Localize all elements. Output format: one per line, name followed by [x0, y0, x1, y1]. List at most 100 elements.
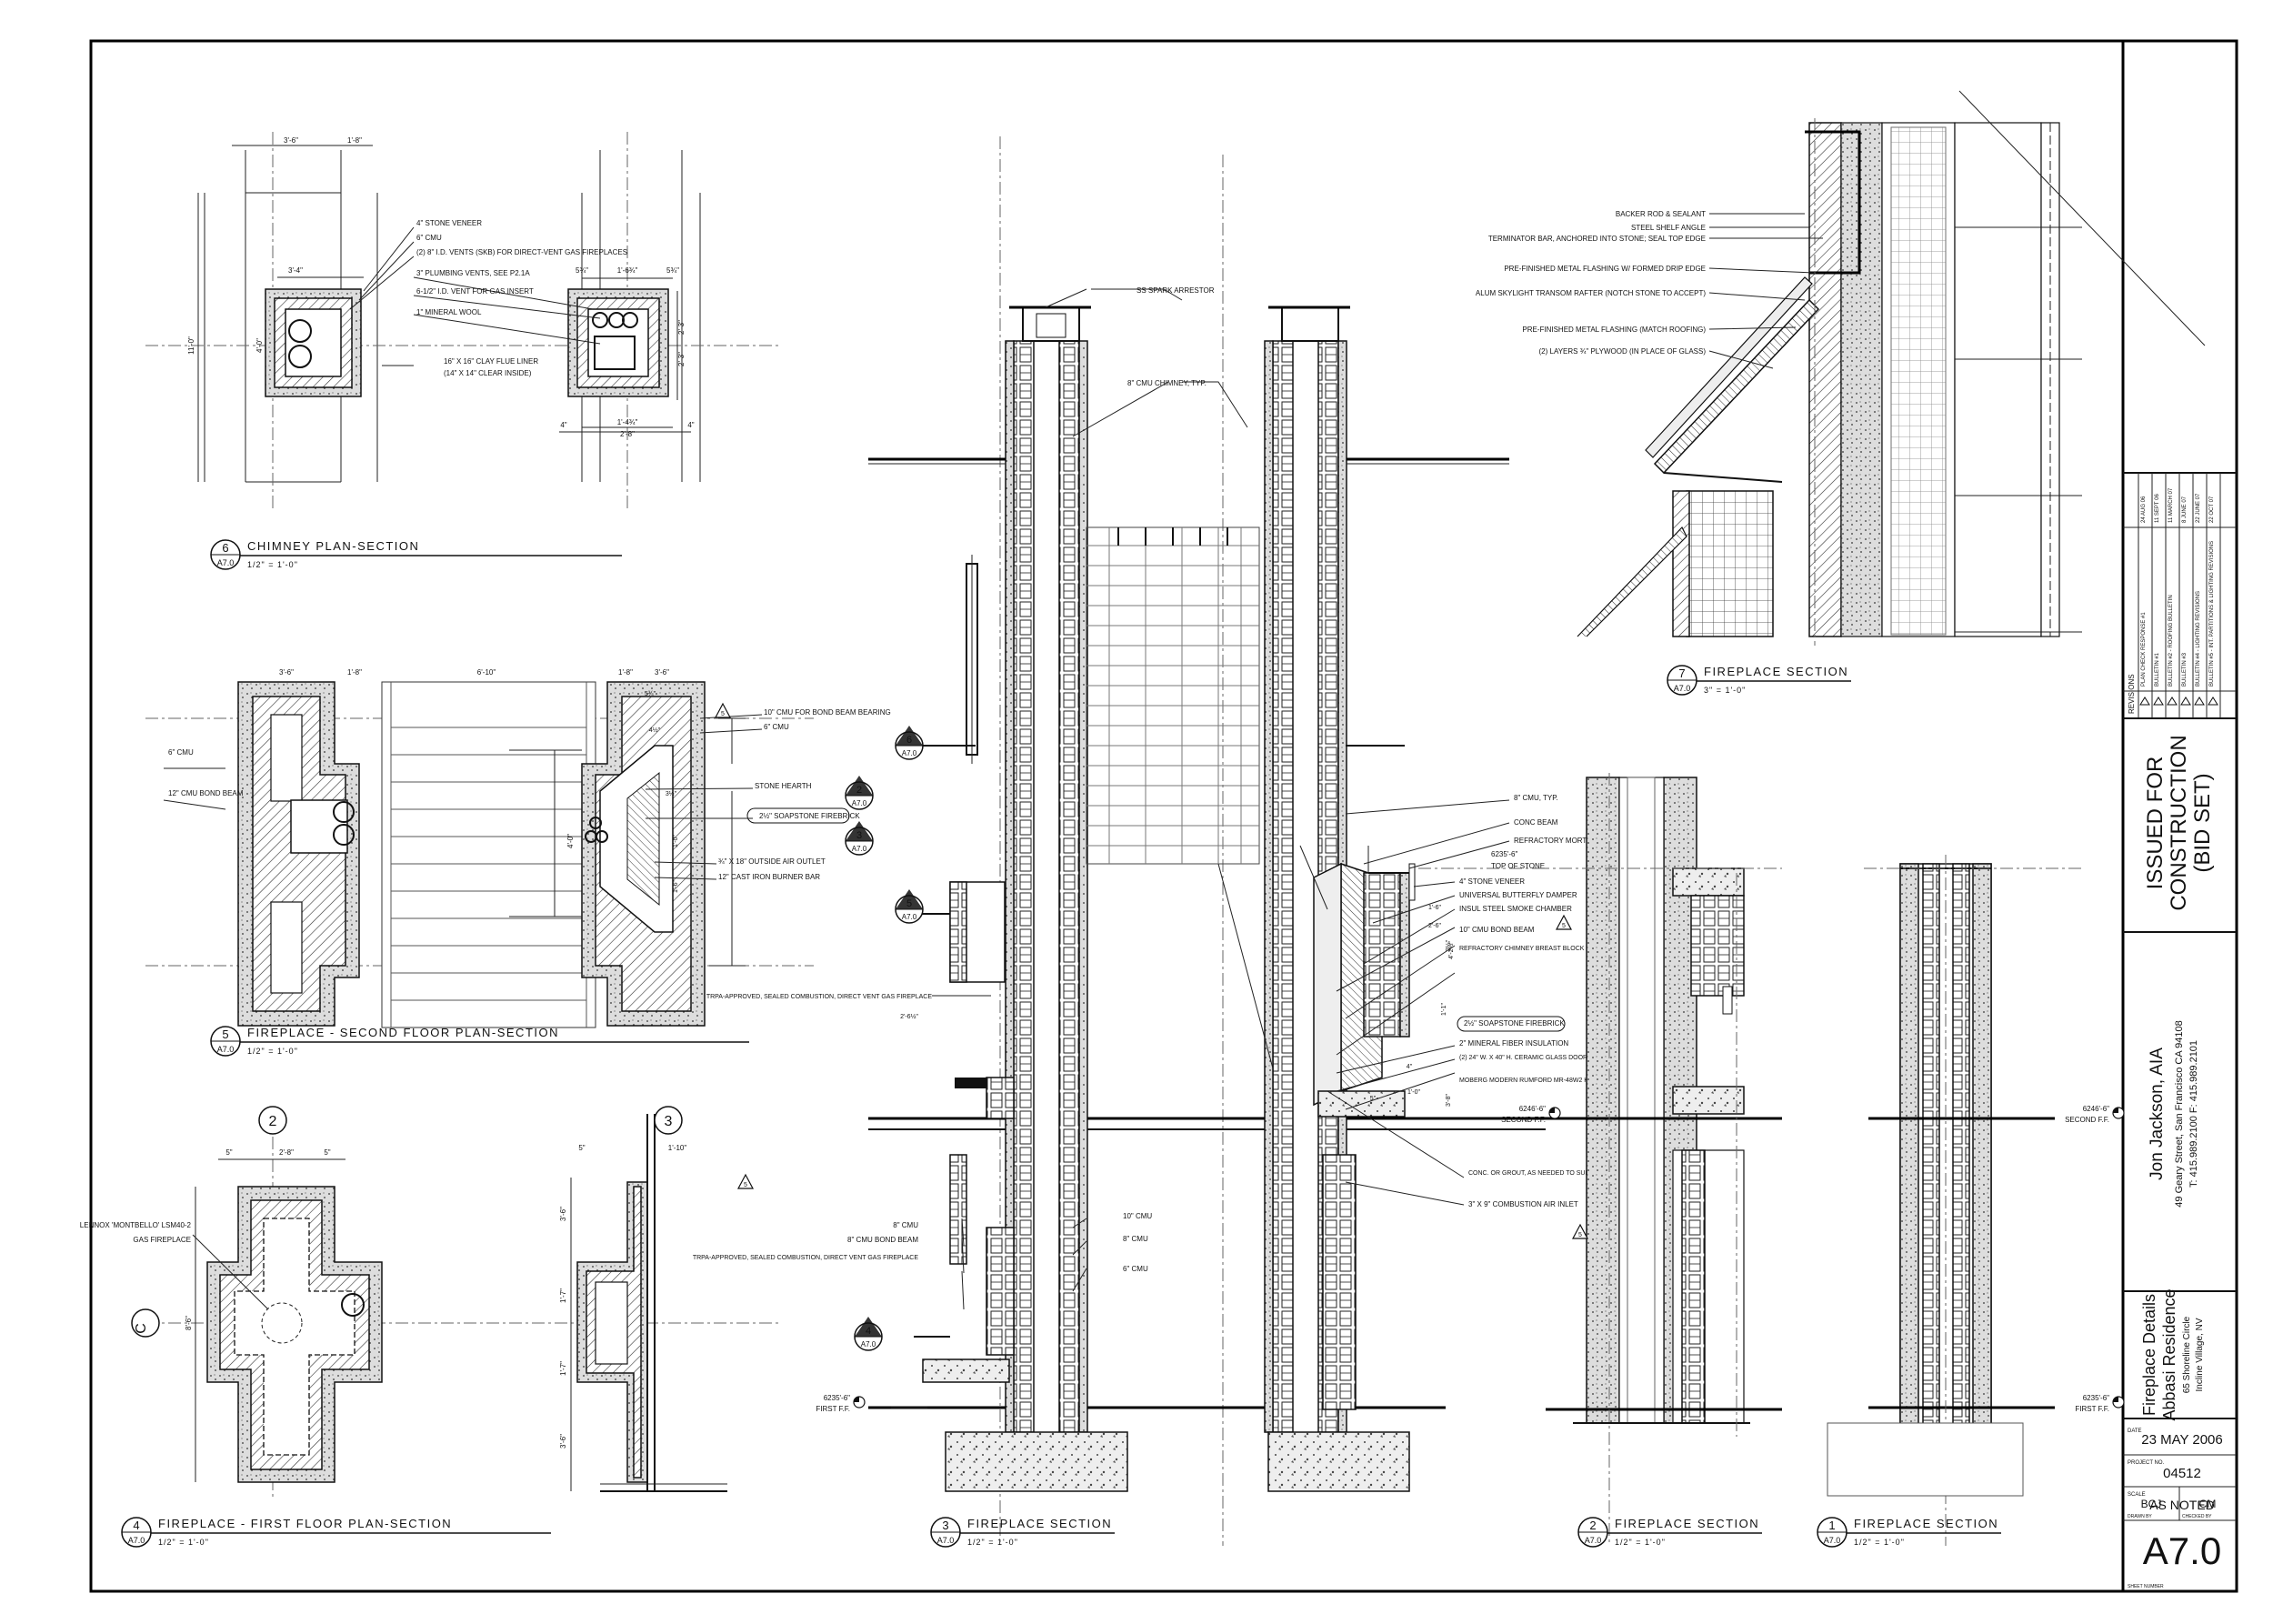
dimension-label: 4"	[560, 421, 566, 429]
detail-7-skylight-section	[1577, 90, 2206, 646]
detail-scale: 1/2" = 1'-0"	[1615, 1538, 1666, 1547]
detail-scale: 1/2" = 1'-0"	[158, 1538, 209, 1547]
section-ref-sheet: A7.0	[861, 1340, 876, 1348]
revision-description: BULLETIN #2 - ROOFING BULLETIN	[2168, 595, 2174, 687]
elevation-marker: 6235'-6"FIRST F.F.	[2075, 1394, 2125, 1413]
detail-title-text: FIREPLACE - FIRST FLOOR PLAN-SECTION	[158, 1517, 452, 1530]
section-reference: 3A7.0	[845, 821, 874, 856]
detail-3-main-section	[868, 136, 1546, 1546]
detail-sheet: A7.0	[1585, 1536, 1602, 1545]
revision-date: 8 JUNE 07	[2182, 496, 2188, 523]
section-note: REFRACTORY CHIMNEY BREAST BLOCK W/ TUBUL…	[1459, 946, 1648, 952]
detail-4-first-floor-plan	[145, 1114, 782, 1500]
dimension-label: 5¾"	[645, 691, 656, 697]
sheet-number: A7.0	[2143, 1529, 2221, 1572]
detail-number: 4	[133, 1519, 139, 1532]
elevation-value: 6246'-6"	[2083, 1105, 2109, 1113]
dimension-label: 3'-6"	[279, 668, 294, 677]
first-floor-note: LENNOX 'MONTBELLO' LSM40-2	[80, 1221, 192, 1229]
project-address-1: 65 Shoreline Circle	[2182, 1316, 2192, 1393]
second-floor-note: 6" CMU	[764, 723, 789, 731]
section-ref-sheet: A7.0	[902, 913, 917, 921]
detail-number: 7	[1678, 667, 1685, 680]
dimension-label: 2'-8"	[620, 430, 635, 438]
dimension-label: 5¾"	[576, 266, 588, 275]
elevation-value: 6246'-6"	[1519, 1105, 1546, 1113]
section-note: SS SPARK ARRESTOR	[1136, 286, 1215, 295]
grid-bubble-label: 3	[665, 1114, 673, 1129]
elevation-label: SECOND F.F.	[1501, 1116, 1546, 1124]
dimension-label: 5"	[578, 1144, 585, 1152]
grid-bubble: C	[131, 1308, 160, 1338]
revision-delta-number: 5	[744, 1182, 747, 1188]
section-note: (2) 24" W. X 40" H. CERAMIC GLASS DOORS	[1459, 1055, 1592, 1061]
detail-sheet: A7.0	[128, 1536, 145, 1545]
section-note: CONC. OR GROUT, AS NEEDED TO SUPPORT FIR…	[1468, 1170, 1645, 1177]
revision-description: BULLETIN #3	[2182, 652, 2188, 687]
issue-date: 23 MAY 2006	[2141, 1432, 2223, 1448]
section-note: 2½" SOAPSTONE FIREBRICK	[1464, 1019, 1565, 1028]
dimension-label: 3½"	[666, 790, 677, 797]
skylight-note: STEEL SHELF ANGLE	[1631, 224, 1706, 232]
skylight-note: ALUM SKYLIGHT TRANSOM RAFTER (NOTCH STON…	[1476, 289, 1706, 297]
section-note: TRPA-APPROVED, SEALED COMBUSTION, DIRECT…	[706, 994, 932, 1000]
dimension-label: 4'-0"	[566, 834, 575, 848]
grid-bubble-label: C	[134, 1323, 149, 1334]
skylight-note: TERMINATOR BAR, ANCHORED INTO STONE; SEA…	[1488, 235, 1706, 243]
dimension-label: 1'-10"	[668, 1144, 687, 1152]
elevation-marker: 6246'-6"SECOND F.F.	[2065, 1105, 2125, 1124]
project-no-label: PROJECT NO.	[2128, 1460, 2165, 1466]
detail-title-text: FIREPLACE SECTION	[1704, 665, 1848, 678]
section-ref-sheet: A7.0	[852, 845, 867, 853]
detail-sheet: A7.0	[1824, 1536, 1841, 1545]
dimension-label: 2'-3"	[677, 352, 686, 366]
chimney-note: (14" X 14" CLEAR INSIDE)	[444, 369, 532, 377]
callout-cloud	[746, 807, 850, 824]
revision-delta-icon	[737, 1173, 754, 1189]
revision-description: BULLETIN #1	[2155, 652, 2160, 687]
first-floor-note: GAS FIREPLACE	[133, 1236, 191, 1244]
revision-description: BULLETIN #5 - INT. PARTITIONS & LIGHTING…	[2209, 541, 2215, 687]
section-ref-sheet: A7.0	[902, 749, 917, 757]
revision-delta: 5	[1556, 914, 1572, 930]
grid-bubble-icon	[258, 1106, 287, 1135]
dimension-label: 4'-0"	[255, 338, 264, 353]
revision-delta-number: 5	[1578, 1232, 1582, 1238]
detail-scale: 1/2" = 1'-0"	[247, 1047, 298, 1056]
dimension-label: 1'-0"	[1407, 1089, 1420, 1096]
detail-number: 6	[222, 541, 228, 555]
second-floor-note: 12" CAST IRON BURNER BAR	[718, 873, 820, 881]
date-label: DATE	[2128, 1429, 2142, 1434]
detail-1-section	[1827, 855, 2082, 1546]
revision-date: 22 OCT 07	[2209, 496, 2215, 523]
project-name: Abbasi Residence	[2160, 1288, 2178, 1420]
project-info: Fireplace Details Abbasi Residence 65 Sh…	[2140, 1288, 2205, 1420]
project-number: 04512	[2163, 1466, 2201, 1481]
detail-2-section	[1537, 773, 1782, 1546]
architect-address: 49 Geary Street, San Francisco CA 94108	[2174, 1020, 2185, 1207]
section-note: CONC BEAM	[1514, 818, 1558, 827]
second-floor-note: 2½" SOAPSTONE FIREBRICK	[759, 812, 860, 820]
section-reference: 2A7.0	[845, 776, 874, 810]
section-note: 8" CMU	[1123, 1235, 1148, 1243]
checked-by-label: CHECKED BY	[2182, 1514, 2212, 1519]
issue-line-1: ISSUED FOR	[2143, 757, 2168, 890]
revision-description: BULLETIN #4 - LIGHTING REVISIONS	[2196, 591, 2201, 687]
dimension-label: 3'-6"	[559, 1434, 567, 1449]
detail-6-chimney-plan	[145, 132, 782, 509]
section-note: TRPA-APPROVED, SEALED COMBUSTION, DIRECT…	[693, 1255, 918, 1261]
dimension-label: 3'-6"	[284, 136, 298, 145]
sheet-number-label: SHEET NUMBER	[2128, 1584, 2164, 1589]
dimension-label: 2'-6"	[1428, 923, 1441, 929]
scale-value: AS NOTED	[2149, 1498, 2215, 1512]
revision-description: PLAN CHECK RESPONSE #1	[2141, 612, 2147, 687]
revision-delta-icon	[715, 702, 731, 718]
section-ref-number: 6	[906, 735, 912, 746]
